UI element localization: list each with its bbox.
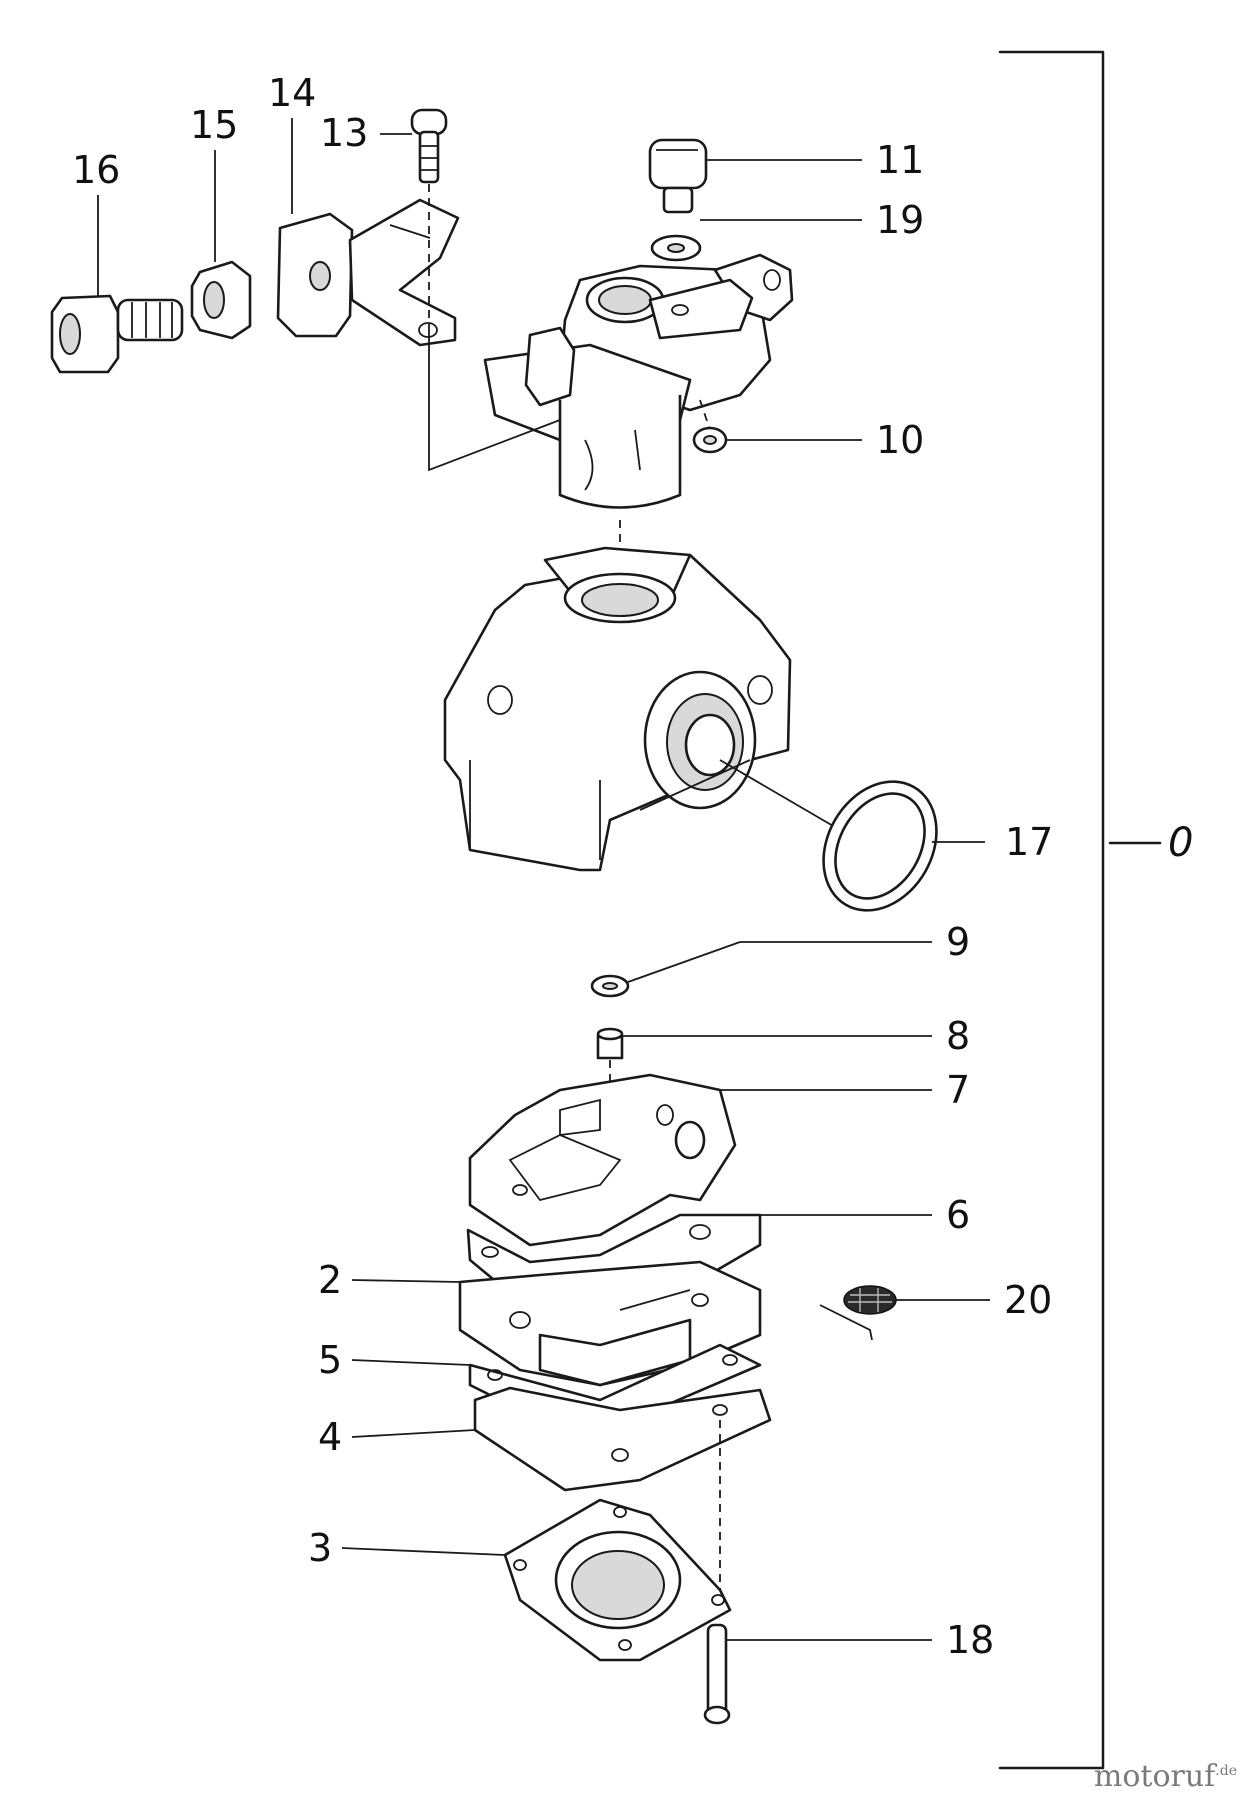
- watermark-logo: motoruf.de: [1094, 1759, 1237, 1794]
- washer-part-10: [692, 426, 728, 454]
- screw-part-11: [648, 138, 708, 214]
- fitting-part-16: [50, 294, 184, 374]
- callout-11: 11: [876, 138, 924, 182]
- bracket-plate-part-14: [276, 198, 460, 347]
- callout-8: 8: [946, 1014, 970, 1058]
- upper-body-assembly: [428, 253, 794, 670]
- assembly-bracket: 0: [998, 50, 1193, 1770]
- callout-2: 2: [318, 1258, 342, 1302]
- watermark-suffix: .de: [1215, 1763, 1237, 1779]
- oring-part-17: [822, 780, 938, 912]
- washer-part-9: [590, 974, 630, 998]
- washer-part-19: [650, 234, 702, 262]
- callout-17: 17: [1005, 820, 1053, 864]
- callout-14: 14: [268, 71, 316, 115]
- diaphragm-part-4: [473, 1386, 772, 1600]
- callout-3: 3: [308, 1526, 332, 1570]
- callout-9: 9: [946, 920, 970, 964]
- callout-6: 6: [946, 1193, 970, 1237]
- callout-10: 10: [876, 418, 924, 462]
- callout-7: 7: [946, 1068, 970, 1112]
- main-body: [443, 546, 841, 872]
- callout-20: 20: [1004, 1278, 1052, 1322]
- screw-part-18: [703, 1623, 731, 1725]
- cover-part-3: [503, 1498, 732, 1662]
- watermark-name: motoruf: [1093, 1759, 1216, 1794]
- assembly-label: 0: [1168, 820, 1193, 866]
- plate-part-7: [468, 1073, 737, 1247]
- callout-4: 4: [318, 1415, 342, 1459]
- callout-16: 16: [72, 148, 120, 192]
- callout-5: 5: [318, 1338, 342, 1382]
- callout-15: 15: [190, 103, 238, 147]
- callout-13: 13: [320, 111, 368, 155]
- screw-part-13: [410, 108, 448, 330]
- filter-screen-part-20: [819, 1285, 897, 1341]
- leader-lines: [97, 118, 990, 1641]
- part-labels: 16 15 14 13 11 19 10 17 9 8 7 6 20 2 5 4…: [72, 71, 1053, 1662]
- callout-19: 19: [876, 198, 924, 242]
- callout-18: 18: [946, 1618, 994, 1662]
- nut-part-15: [190, 260, 252, 340]
